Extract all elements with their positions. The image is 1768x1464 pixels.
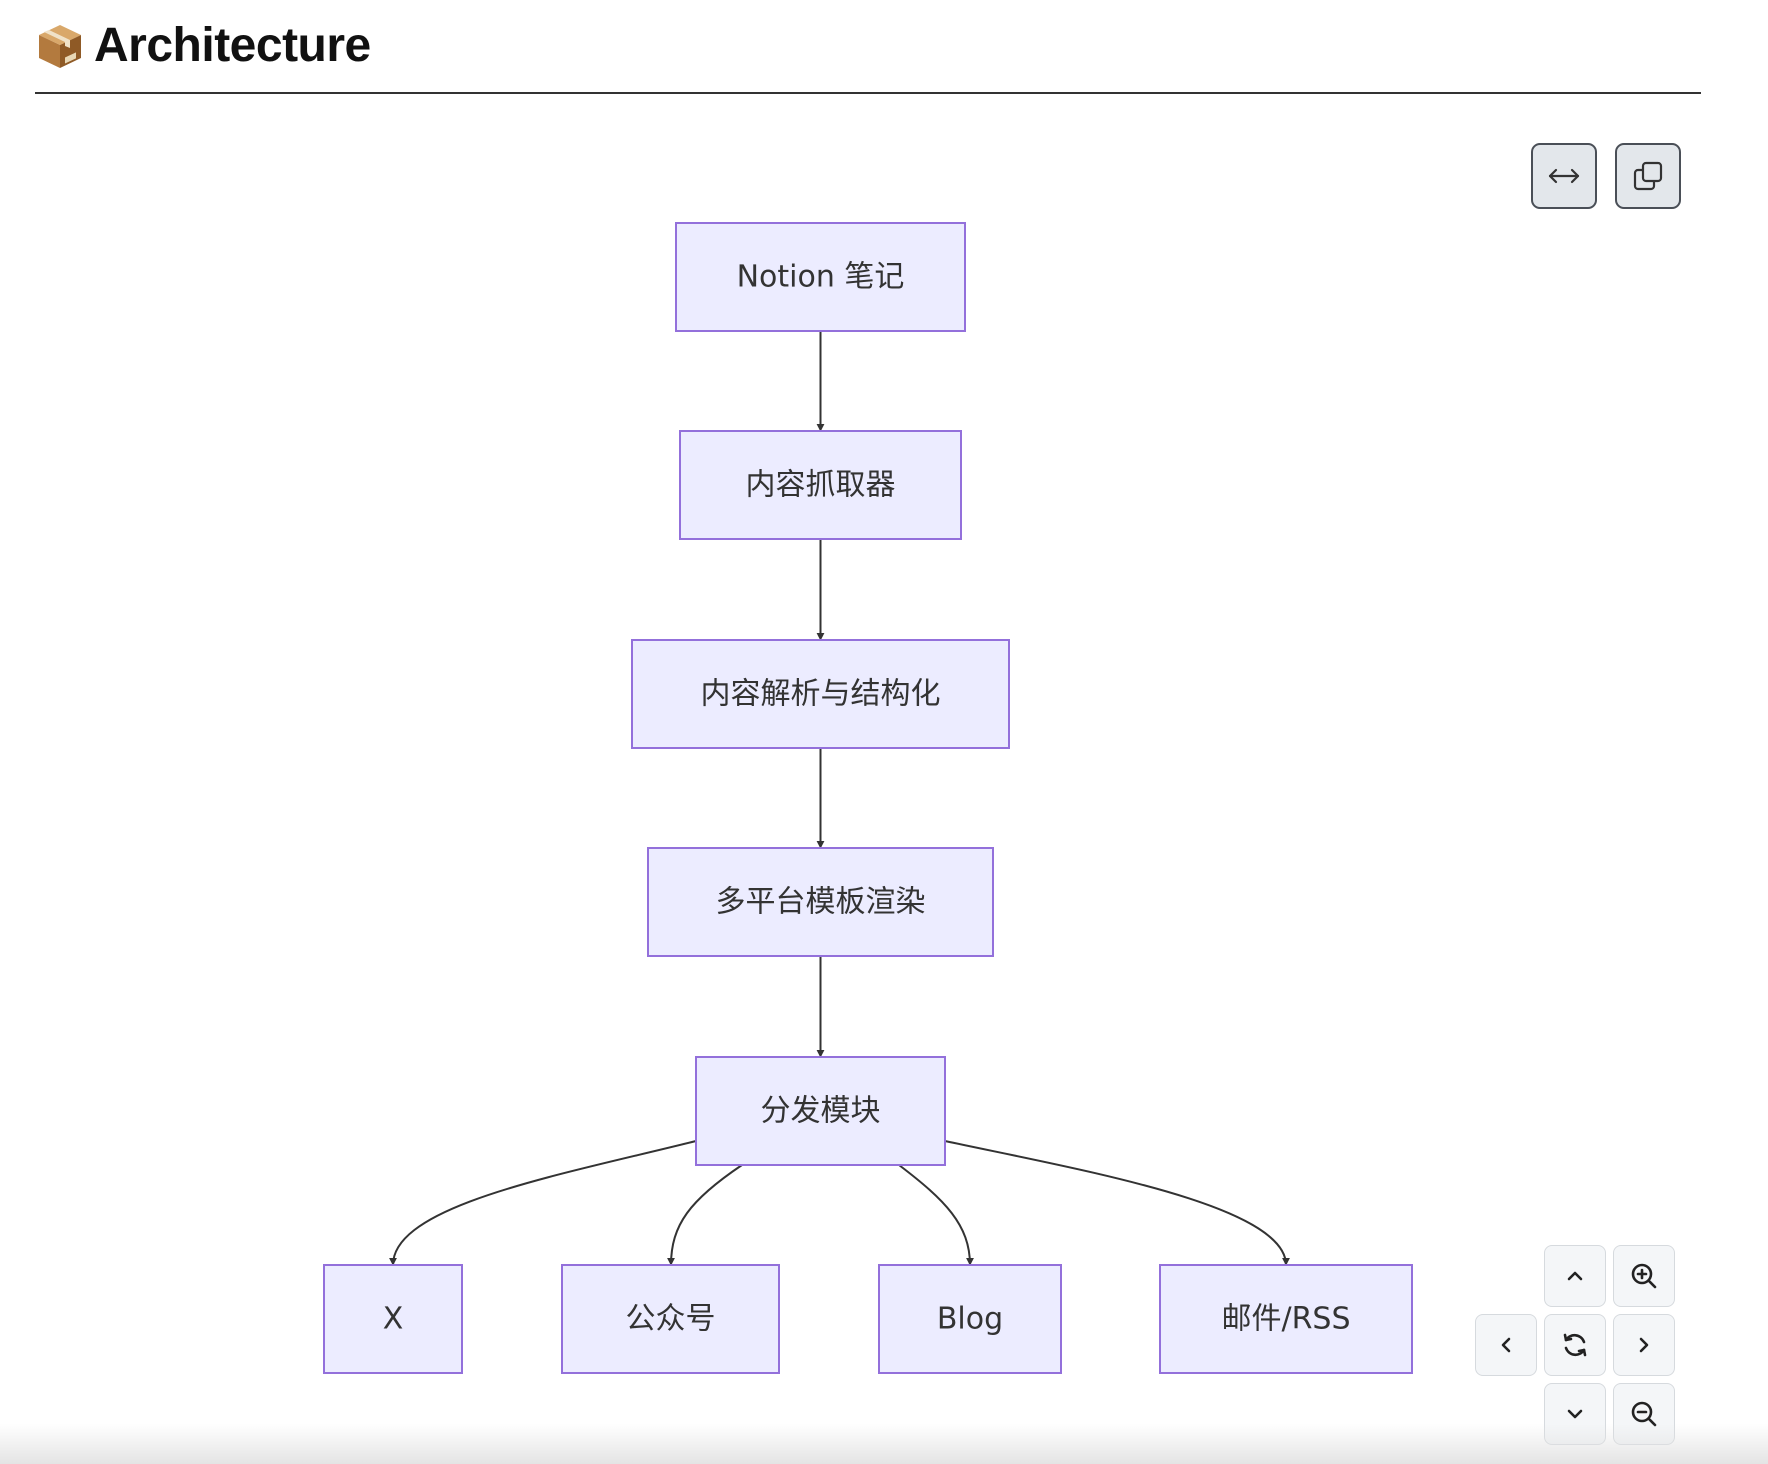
node-box	[647, 847, 994, 957]
chevron-left-icon	[1501, 1337, 1511, 1353]
zoom-in-button[interactable]	[1613, 1245, 1675, 1307]
node-box	[878, 1264, 1062, 1374]
section-heading: Architecture	[36, 18, 371, 73]
edge-dispatcher-to-wechat	[667, 1164, 743, 1266]
node-x: X	[323, 1264, 463, 1374]
reset-icon	[1563, 1333, 1587, 1357]
node-blog: Blog	[878, 1264, 1062, 1374]
chevron-right-icon	[1639, 1337, 1649, 1353]
node-label: 内容抓取器	[746, 468, 896, 503]
node-label: Notion 笔记	[737, 260, 905, 295]
node-box	[561, 1264, 780, 1374]
node-box	[1159, 1264, 1413, 1374]
node-label: 内容解析与结构化	[701, 677, 941, 712]
node-box	[679, 430, 962, 540]
edge-dispatcher-to-mail	[944, 1140, 1290, 1266]
pan-left-button[interactable]	[1475, 1314, 1537, 1376]
bottom-fade	[0, 1424, 1768, 1464]
copy-icon	[1633, 161, 1663, 191]
node-label: 多平台模板渲染	[716, 885, 926, 920]
pan-up-button[interactable]	[1544, 1245, 1606, 1307]
edge-dispatcher-to-blog	[898, 1164, 974, 1266]
node-box	[323, 1264, 463, 1374]
node-mail: 邮件/RSS	[1159, 1264, 1413, 1374]
pan-right-button[interactable]	[1613, 1314, 1675, 1376]
heading-divider	[35, 92, 1701, 94]
page-title: Architecture	[94, 19, 371, 72]
node-label: 公众号	[626, 1302, 716, 1337]
node-box	[695, 1056, 946, 1166]
chevron-up-icon	[1567, 1271, 1583, 1281]
node-label: Blog	[937, 1302, 1003, 1337]
node-parser: 内容解析与结构化	[631, 639, 1010, 749]
node-label: X	[383, 1302, 404, 1337]
fit-width-button[interactable]	[1531, 143, 1597, 209]
reset-view-button[interactable]	[1544, 1314, 1606, 1376]
node-label: 邮件/RSS	[1221, 1302, 1350, 1337]
node-notion: Notion 笔记	[675, 222, 966, 332]
node-box	[631, 639, 1010, 749]
zoom-in-icon	[1631, 1263, 1657, 1289]
expand-horizontal-icon	[1548, 168, 1580, 184]
edge-dispatcher-to-x	[389, 1140, 697, 1266]
node-renderer: 多平台模板渲染	[647, 847, 994, 957]
copy-button[interactable]	[1615, 143, 1681, 209]
chevron-down-icon	[1567, 1409, 1583, 1419]
node-label: 分发模块	[761, 1094, 881, 1129]
node-fetcher: 内容抓取器	[679, 430, 962, 540]
node-wechat: 公众号	[561, 1264, 780, 1374]
package-icon	[39, 24, 81, 68]
node-box	[675, 222, 966, 332]
node-dispatcher: 分发模块	[695, 1056, 946, 1166]
